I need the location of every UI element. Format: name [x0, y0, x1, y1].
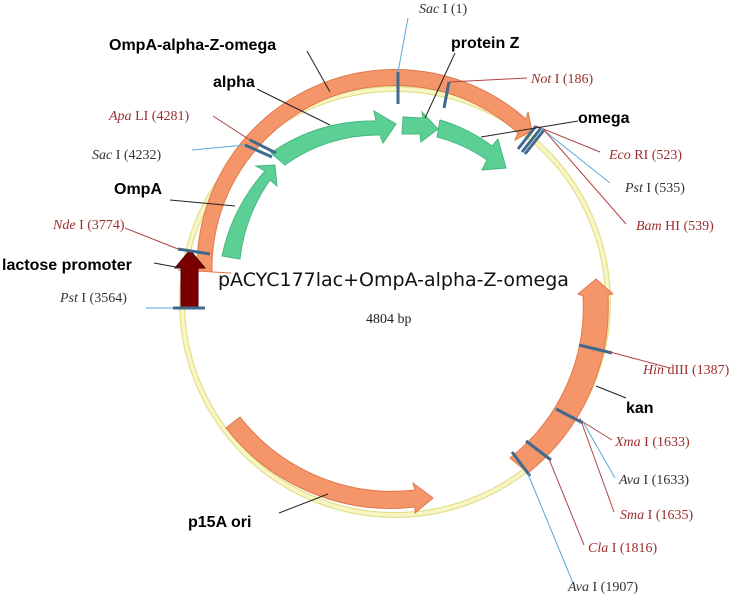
label-omega: omega [578, 110, 630, 127]
site-label-pst-535: Pst I (535) [624, 181, 685, 196]
feature-leaders [153, 50, 627, 514]
leader-xma-1633 [582, 421, 613, 441]
site-label-xma-1633: Xma I (1633) [614, 435, 690, 450]
label-ompa-alpha-z-omega: OmpA-alpha-Z-omega [109, 37, 276, 54]
leader-ava-1633 [581, 419, 616, 479]
leader-alpha [256, 88, 331, 126]
site-tick-apali-4281 [249, 138, 277, 155]
kan-arrow [509, 278, 615, 474]
site-label-nde-3774: Nde I (3774) [52, 218, 125, 233]
site-ticks [173, 72, 613, 477]
leader-kan [595, 385, 627, 399]
leader-sma-1635 [579, 417, 615, 513]
leader-pst-535 [540, 127, 611, 184]
leader-nde-3774 [124, 227, 179, 250]
site-tick-ecori-523 [516, 125, 538, 150]
site-label-pst-3564: Pst I (3564) [59, 291, 127, 306]
p15a-ori-arrow [225, 416, 434, 515]
leader-not-186 [448, 77, 528, 83]
site-tick-sac-4232 [244, 143, 273, 159]
site-label-sma-1635: Sma I (1635) [620, 508, 693, 523]
site-tick-pst-535 [520, 127, 543, 153]
site-tick-nde-3774 [177, 247, 211, 256]
site-label-sac-1: Sac I (1) [419, 2, 468, 17]
ompa-arrow [221, 164, 278, 260]
site-label-ava-1907: Ava I (1907) [567, 580, 638, 595]
site-label-cla-1816: Cla I (1816) [588, 541, 658, 556]
leader-p15a-ori [278, 493, 329, 514]
leader-ompa-alpha-z-omega [306, 50, 331, 93]
alpha-arrow [270, 109, 397, 166]
protein-z-arrow [401, 110, 439, 143]
label-alpha: alpha [213, 74, 255, 91]
plasmid-name: pACYC177lac+OmpA-alpha-Z-omega [218, 269, 569, 291]
site-tick-xma-1633 [555, 407, 584, 425]
site-label-ava-1633: Ava I (1633) [618, 473, 689, 488]
leader-sac-1 [397, 17, 409, 73]
site-label-sac-4232: Sac I (4232) [92, 148, 162, 163]
leader-bamhi-539 [543, 129, 627, 225]
label-kan: kan [626, 400, 654, 417]
site-tick-not-186 [442, 81, 451, 109]
site-leaders [124, 17, 671, 584]
leader-hindiii-1387 [609, 351, 671, 369]
leader-ecori-523 [535, 125, 601, 153]
site-label-hindiii-1387: Hin dIII (1387) [642, 363, 730, 378]
site-tick-cla-1816 [525, 439, 552, 462]
site-label-bamhi-539: Bam HI (539) [636, 219, 714, 234]
omega-arrow [436, 119, 507, 171]
site-label-not-186: Not I (186) [530, 72, 594, 87]
leader-apali-4281 [212, 115, 251, 141]
leader-omega [480, 120, 579, 138]
site-tick-bamhi-539 [523, 129, 546, 155]
leader-cla-1816 [548, 458, 585, 546]
label-p15a-ori: p15A ori [188, 514, 251, 531]
leader-ava-1907 [527, 473, 574, 584]
leader-ompa [169, 199, 236, 207]
label-ompa: OmpA [114, 181, 162, 198]
label-lactose-promoter: lactose promoter [2, 257, 132, 274]
site-label-ecori-523: Eco RI (523) [608, 148, 682, 163]
label-protein-z: protein Z [451, 35, 520, 52]
leader-lactose-promoter [153, 262, 182, 269]
site-tick-hindiii-1387 [578, 343, 613, 355]
leader-protein-z [424, 52, 456, 119]
site-label-apali-4281: Apa LI (4281) [108, 109, 189, 124]
site-tick-ava-1907 [510, 451, 532, 477]
leader-sac-4232 [191, 144, 246, 151]
plasmid-size: 4804 bp [366, 312, 412, 327]
